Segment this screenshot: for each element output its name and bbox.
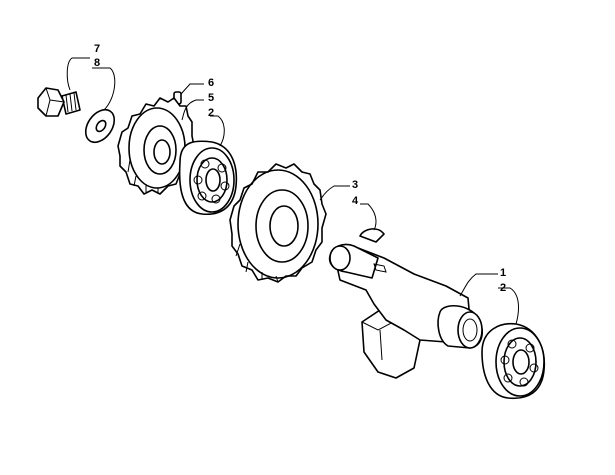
callout-5: 5 [208,92,214,104]
ball-bearing-upper [178,140,238,215]
callout-labels: 7 8 6 5 2 3 4 1 2 [94,43,506,294]
callout-3: 3 [352,179,358,191]
woodruff-key [359,228,385,243]
driven-gear [229,163,327,283]
washer [84,108,116,144]
ball-bearing-lower [481,322,546,400]
callout-2-upper: 2 [208,107,214,119]
flange-bolt [37,87,81,117]
callout-2-lower: 2 [500,282,506,294]
leader-lines [66,57,519,325]
crankshaft [328,243,483,379]
callout-4: 4 [352,195,359,207]
callout-8: 8 [94,57,100,69]
callout-1: 1 [500,267,506,279]
callout-7: 7 [94,43,100,55]
drive-gear [117,97,195,195]
callout-6: 6 [208,77,214,89]
